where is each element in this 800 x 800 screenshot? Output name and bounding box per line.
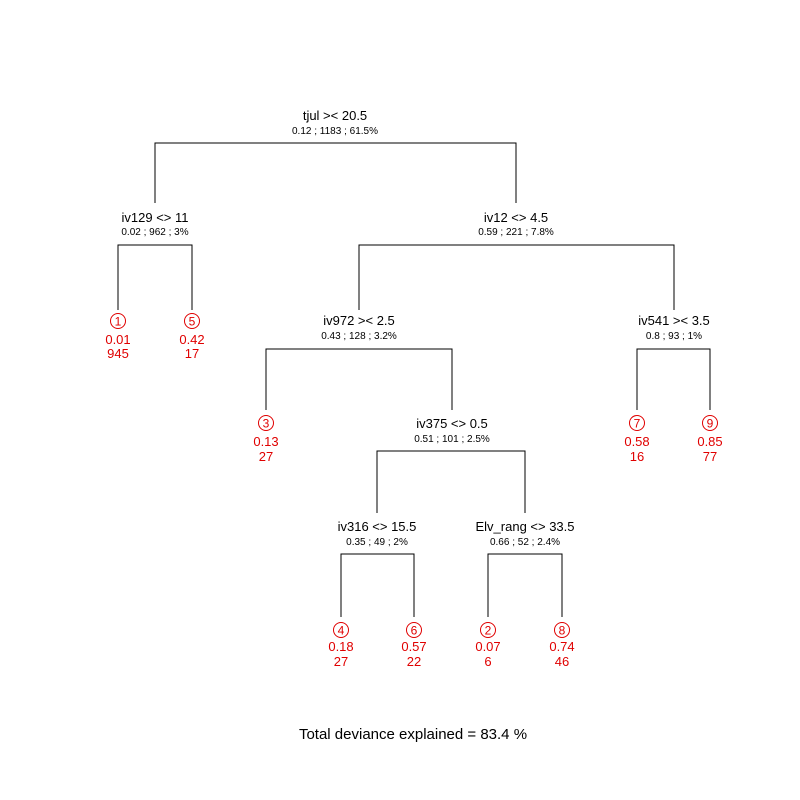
leaf-id: 3 [263, 417, 270, 431]
leaf-id: 9 [707, 417, 714, 431]
leaf-2: 2 0.07 6 [475, 622, 501, 669]
leaf-id-circle [110, 313, 126, 329]
edge-iv12 [358, 244, 675, 310]
leaf-id-circle [184, 313, 200, 329]
leaf-value: 0.18 [328, 639, 353, 654]
split-label: iv12 <> 4.5 [484, 210, 548, 225]
deviance-caption: Total deviance explained = 83.4 % [299, 726, 527, 743]
leaf-5: 5 0.42 17 [179, 313, 205, 361]
leaf-id-circle [629, 415, 645, 431]
leaf-9: 9 0.85 77 [697, 415, 723, 464]
split-iv12: iv12 <> 4.5 0.59 ; 221 ; 7.8% [478, 210, 554, 238]
split-iv541: iv541 >< 3.5 0.8 ; 93 ; 1% [638, 313, 710, 342]
leaf-count: 27 [334, 654, 348, 669]
split-stats: 0.51 ; 101 ; 2.5% [414, 434, 490, 445]
leaf-id: 1 [115, 315, 122, 329]
split-stats: 0.12 ; 1183 ; 61.5% [292, 126, 378, 137]
leaf-7: 7 0.58 16 [624, 415, 650, 464]
split-stats: 0.35 ; 49 ; 2% [346, 537, 408, 548]
leaf-value: 0.42 [179, 332, 204, 347]
leaf-id: 7 [634, 417, 641, 431]
leaf-id-circle [258, 415, 274, 431]
leaf-id-circle [702, 415, 718, 431]
leaf-id: 2 [485, 624, 492, 638]
leaf-count: 77 [703, 449, 717, 464]
split-root: tjul >< 20.5 0.12 ; 1183 ; 61.5% [292, 108, 378, 137]
edge-iv375 [376, 450, 526, 513]
leaf-id: 4 [338, 624, 345, 638]
leaf-value: 0.74 [549, 639, 574, 654]
leaf-id-circle [554, 622, 570, 638]
leaf-count: 27 [259, 449, 273, 464]
split-stats: 0.43 ; 128 ; 3.2% [321, 331, 397, 342]
leaf-id: 6 [411, 624, 418, 638]
edge-iv129 [117, 244, 193, 310]
leaf-count: 945 [107, 346, 129, 361]
leaf-8: 8 0.74 46 [549, 622, 575, 669]
leaf-id-circle [333, 622, 349, 638]
leaf-value: 0.58 [624, 434, 649, 449]
split-iv129: iv129 <> 11 0.02 ; 962 ; 3% [121, 210, 188, 238]
leaf-value: 0.57 [401, 639, 426, 654]
split-stats: 0.66 ; 52 ; 2.4% [490, 537, 560, 548]
split-stats: 0.59 ; 221 ; 7.8% [478, 227, 554, 238]
edge-elv [487, 553, 563, 617]
split-label: iv316 <> 15.5 [338, 519, 417, 534]
leaf-value: 0.85 [697, 434, 722, 449]
leaf-id-circle [406, 622, 422, 638]
split-label: tjul >< 20.5 [303, 108, 367, 123]
leaf-count: 22 [407, 654, 421, 669]
split-label: iv972 >< 2.5 [323, 313, 395, 328]
edge-root [154, 142, 517, 203]
leaf-count: 17 [185, 346, 199, 361]
leaf-count: 6 [484, 654, 491, 669]
split-label: iv541 >< 3.5 [638, 313, 710, 328]
split-label: iv129 <> 11 [122, 210, 189, 225]
leaf-count: 46 [555, 654, 569, 669]
edge-iv972 [265, 348, 453, 410]
leaf-value: 0.13 [253, 434, 278, 449]
leaf-id-circle [480, 622, 496, 638]
leaf-1: 1 0.01 945 [105, 313, 131, 361]
split-label: Elv_rang <> 33.5 [475, 519, 574, 534]
split-iv972: iv972 >< 2.5 0.43 ; 128 ; 3.2% [321, 313, 397, 342]
leaf-id: 5 [189, 315, 196, 329]
edge-iv541 [636, 348, 711, 410]
leaf-3: 3 0.13 27 [253, 415, 279, 464]
split-iv316: iv316 <> 15.5 0.35 ; 49 ; 2% [338, 519, 417, 548]
tree-edges [117, 142, 711, 617]
leaf-value: 0.07 [475, 639, 500, 654]
leaf-4: 4 0.18 27 [328, 622, 354, 669]
leaf-6: 6 0.57 22 [401, 622, 427, 669]
leaf-id: 8 [559, 624, 566, 638]
split-iv375: iv375 <> 0.5 0.51 ; 101 ; 2.5% [414, 416, 490, 445]
leaf-value: 0.01 [105, 332, 130, 347]
leaf-count: 16 [630, 449, 644, 464]
split-label: iv375 <> 0.5 [416, 416, 488, 431]
edge-iv316 [340, 553, 415, 617]
split-stats: 0.8 ; 93 ; 1% [646, 331, 702, 342]
split-elv-rang: Elv_rang <> 33.5 0.66 ; 52 ; 2.4% [475, 519, 574, 548]
split-stats: 0.02 ; 962 ; 3% [121, 227, 188, 238]
